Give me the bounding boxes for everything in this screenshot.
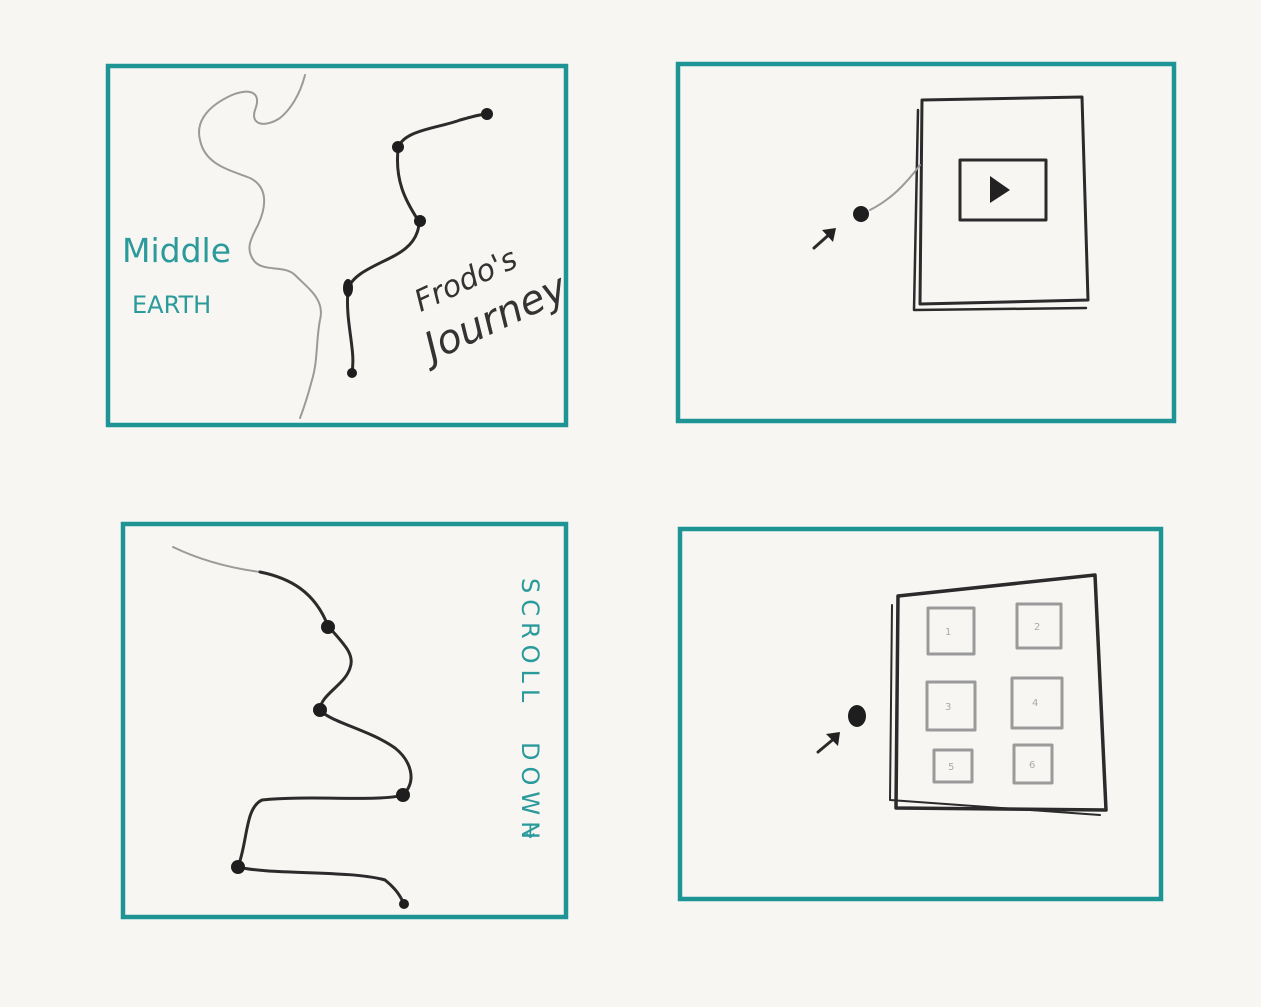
down-arrow-icon: ↓	[522, 819, 539, 843]
tile-number: 5	[948, 762, 954, 773]
map-marker-dot[interactable]	[848, 705, 866, 727]
thumbnail-tile[interactable]: 1	[926, 606, 976, 656]
panel-frame	[120, 521, 569, 920]
storyboard-panel-scroll: SCROLL DOWN ↓	[120, 521, 569, 920]
pointer-arrow-icon	[816, 732, 840, 754]
gallery-card-sketch	[894, 573, 1108, 812]
journey-waypoint	[414, 215, 426, 227]
popup-card-shadow	[912, 108, 1088, 312]
journey-waypoint	[321, 620, 335, 634]
scroll-label: SCROLL	[516, 578, 544, 708]
scroll-journey-path	[236, 570, 413, 906]
down-label: DOWN	[516, 742, 544, 845]
thumbnail-tile[interactable]: 4	[1010, 676, 1064, 730]
panel-frame	[105, 63, 569, 428]
thumbnail-tile[interactable]: 5	[932, 748, 974, 784]
journey-waypoint	[313, 703, 327, 717]
journey-waypoint	[481, 108, 493, 120]
play-icon[interactable]	[990, 176, 1010, 203]
journey-waypoint	[399, 899, 409, 909]
panel-frame	[677, 526, 1164, 902]
tile-number: 6	[1029, 760, 1035, 771]
journey-waypoint	[347, 368, 357, 378]
journey-waypoint	[343, 279, 353, 297]
tile-number: 2	[1034, 622, 1040, 633]
video-thumbnail-sketch	[958, 158, 1048, 222]
popup-card-sketch	[918, 95, 1090, 306]
map-marker-dot[interactable]	[853, 206, 869, 222]
storyboard-panel-grid: 1 2 3 4 5 6	[677, 526, 1164, 902]
middle-earth-label-1: Middle	[122, 231, 231, 270]
middle-earth-label-2: EARTH	[132, 291, 211, 319]
tile-number: 3	[945, 702, 951, 713]
storyboard-panel-map: Middle EARTH Frodo's Journey	[105, 63, 575, 428]
thumbnail-tile[interactable]: 3	[925, 680, 977, 732]
tile-number: 1	[945, 627, 951, 638]
path-faded-start	[172, 546, 261, 573]
journey-waypoint	[396, 788, 410, 802]
journey-waypoint	[231, 860, 245, 874]
thumbnail-tile[interactable]: 2	[1015, 602, 1063, 650]
coastline-sketch	[198, 74, 322, 419]
tile-number: 4	[1032, 698, 1038, 709]
storyboard-panel-video	[675, 61, 1177, 424]
journey-waypoint	[392, 141, 404, 153]
pointer-arrow-icon	[812, 228, 836, 250]
panel-frame	[675, 61, 1177, 424]
thumbnail-tile[interactable]: 6	[1012, 743, 1054, 785]
gallery-card-shadow	[889, 604, 1101, 816]
leader-line	[869, 164, 921, 211]
